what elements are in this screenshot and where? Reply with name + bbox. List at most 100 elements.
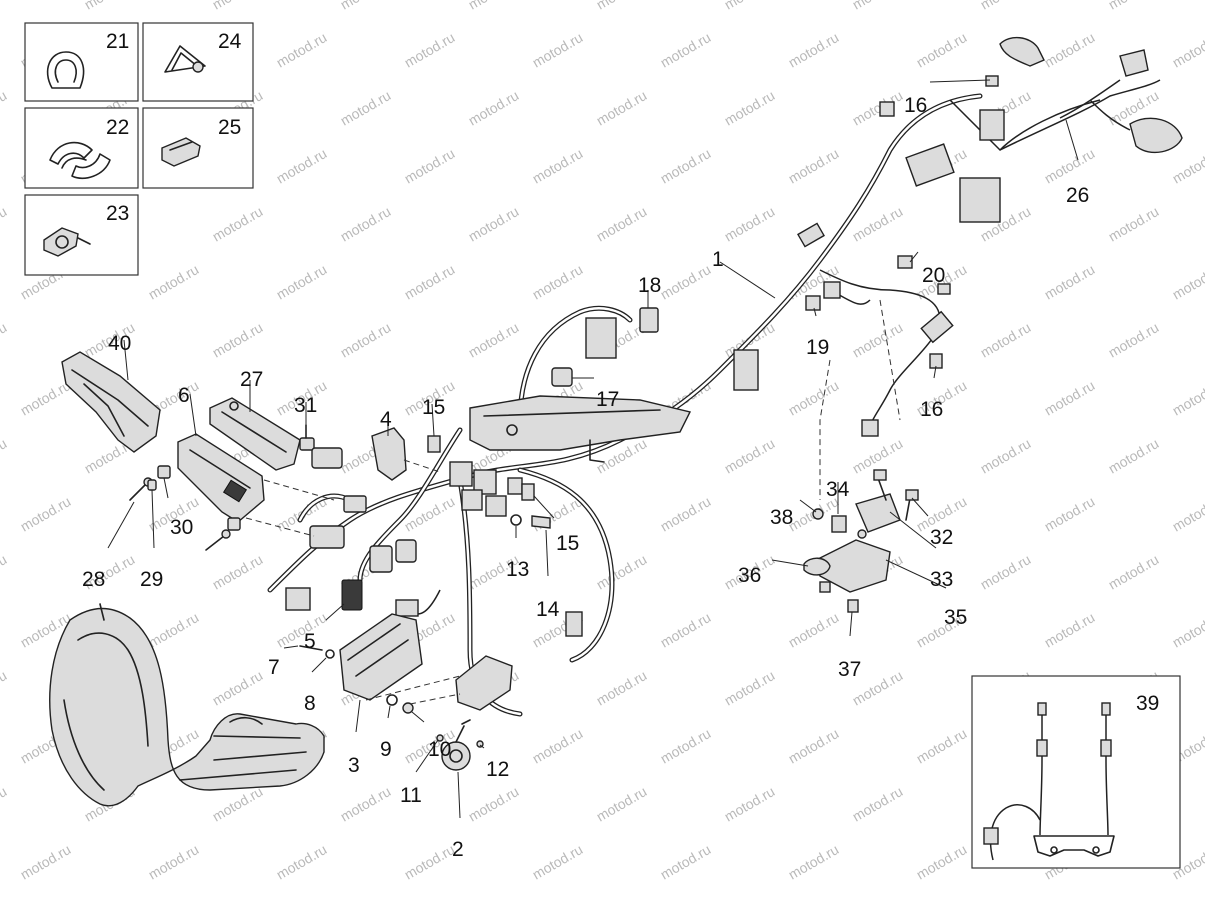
harness-tray xyxy=(469,395,692,463)
watermark-text: motod.ru xyxy=(1170,493,1205,534)
watermark-text: motod.ru xyxy=(786,725,842,766)
part-31-connector xyxy=(299,424,315,451)
part-4-bracket xyxy=(371,427,535,501)
callout-17: 17 xyxy=(596,388,619,411)
watermark-text: motod.ru xyxy=(274,841,330,882)
lower-connector-block xyxy=(455,611,583,711)
watermark-text: motod.ru xyxy=(18,377,74,418)
callout-19: 19 xyxy=(806,336,829,359)
leader-line-30 xyxy=(163,477,169,499)
callout-16: 16 xyxy=(904,94,927,117)
watermark-text: motod.ru xyxy=(850,319,906,360)
leader-line-6 xyxy=(189,393,197,437)
callout-35: 35 xyxy=(944,606,967,629)
leader-line-33 xyxy=(889,511,937,549)
callout-13: 13 xyxy=(506,558,529,581)
leader-line-5 xyxy=(325,603,345,621)
watermark-text: motod.ru xyxy=(594,0,650,13)
watermark-text: motod.ru xyxy=(274,609,330,650)
callout-29: 29 xyxy=(140,568,163,591)
watermark-text: motod.ru xyxy=(978,319,1034,360)
watermark-text: motod.ru xyxy=(146,261,202,302)
leader-line-37 xyxy=(849,611,853,637)
leader-line-16 xyxy=(929,79,991,83)
watermark-text: motod.ru xyxy=(1042,377,1098,418)
watermark-text: motod.ru xyxy=(1106,551,1162,592)
watermark-text: motod.ru xyxy=(914,725,970,766)
leader-line-19 xyxy=(813,307,817,317)
watermark-text: motod.ru xyxy=(1170,609,1205,650)
leader-line-26 xyxy=(1065,119,1079,161)
inset-box-24 xyxy=(142,22,254,102)
watermark-text: motod.ru xyxy=(978,551,1034,592)
callout-1: 1 xyxy=(712,248,724,271)
small-fasteners-mid xyxy=(510,514,551,529)
relay-cluster xyxy=(449,461,523,517)
watermark-text: motod.ru xyxy=(658,29,714,70)
callout-12: 12 xyxy=(486,758,509,781)
watermark-text: motod.ru xyxy=(0,203,9,244)
watermark-text: motod.ru xyxy=(850,87,906,128)
watermark-text: motod.ru xyxy=(0,667,9,708)
watermark-text: motod.ru xyxy=(722,0,778,13)
leader-line-12 xyxy=(479,744,485,749)
watermark-text: motod.ru xyxy=(914,29,970,70)
watermark-text: motod.ru xyxy=(658,493,714,534)
callout-15: 15 xyxy=(556,532,579,555)
watermark-text: motod.ru xyxy=(530,145,586,186)
watermark-text: motod.ru xyxy=(722,87,778,128)
callout-32: 32 xyxy=(930,526,953,549)
leader-line-7 xyxy=(283,645,299,649)
watermark-text: motod.ru xyxy=(210,319,266,360)
callout-7: 7 xyxy=(268,656,280,679)
inset-label-24: 24 xyxy=(218,30,242,53)
watermark-text: motod.ru xyxy=(0,0,9,13)
callout-3: 3 xyxy=(348,754,360,777)
callout-4: 4 xyxy=(380,408,392,431)
watermark-text: motod.ru xyxy=(658,609,714,650)
headlight-assembly xyxy=(49,603,325,807)
callout-30: 30 xyxy=(170,516,193,539)
watermark-text: motod.ru xyxy=(1170,145,1205,186)
watermark-text: motod.ru xyxy=(1106,203,1162,244)
watermark-text: motod.ru xyxy=(850,783,906,824)
callout-34: 34 xyxy=(826,478,850,501)
watermark-text: motod.ru xyxy=(1170,261,1205,302)
leader-line-15 xyxy=(431,403,435,437)
inset-label-22: 22 xyxy=(106,116,129,139)
leader-line-15 xyxy=(533,495,555,519)
watermark-text: motod.ru xyxy=(1042,145,1098,186)
leader-line-8 xyxy=(311,657,327,673)
callout-11: 11 xyxy=(400,784,422,807)
watermark-text: motod.ru xyxy=(338,87,394,128)
watermark-text: motod.ru xyxy=(530,261,586,302)
watermark-text: motod.ru xyxy=(274,145,330,186)
watermark-text: motod.ru xyxy=(1170,29,1205,70)
leader-line-38 xyxy=(799,499,817,513)
watermark-text: motod.ru xyxy=(722,783,778,824)
watermark-text: motod.ru xyxy=(722,203,778,244)
leader-line-3 xyxy=(355,699,361,733)
watermark-text: motod.ru xyxy=(466,783,522,824)
callout-14: 14 xyxy=(536,598,560,621)
watermark-text: motod.ru xyxy=(1106,0,1162,13)
watermark-text: motod.ru xyxy=(530,29,586,70)
watermark-text: motod.ru xyxy=(338,783,394,824)
watermark-text: motod.ru xyxy=(594,551,650,592)
part-27-bracket xyxy=(209,397,301,471)
bracket-assembly-32-38 xyxy=(803,469,919,613)
leader-line-11 xyxy=(415,739,439,773)
part-26-indicators xyxy=(999,37,1183,154)
callout-31: 31 xyxy=(294,394,317,417)
watermark-text: motod.ru xyxy=(402,261,458,302)
watermark-text: motod.ru xyxy=(466,319,522,360)
part-2-horn xyxy=(436,719,484,771)
callout-8: 8 xyxy=(304,692,316,715)
watermark-text: motod.ru xyxy=(1042,609,1098,650)
watermark-text: motod.ru xyxy=(0,435,9,476)
leader-line-36 xyxy=(771,559,809,567)
inset-box-39 xyxy=(971,675,1181,869)
